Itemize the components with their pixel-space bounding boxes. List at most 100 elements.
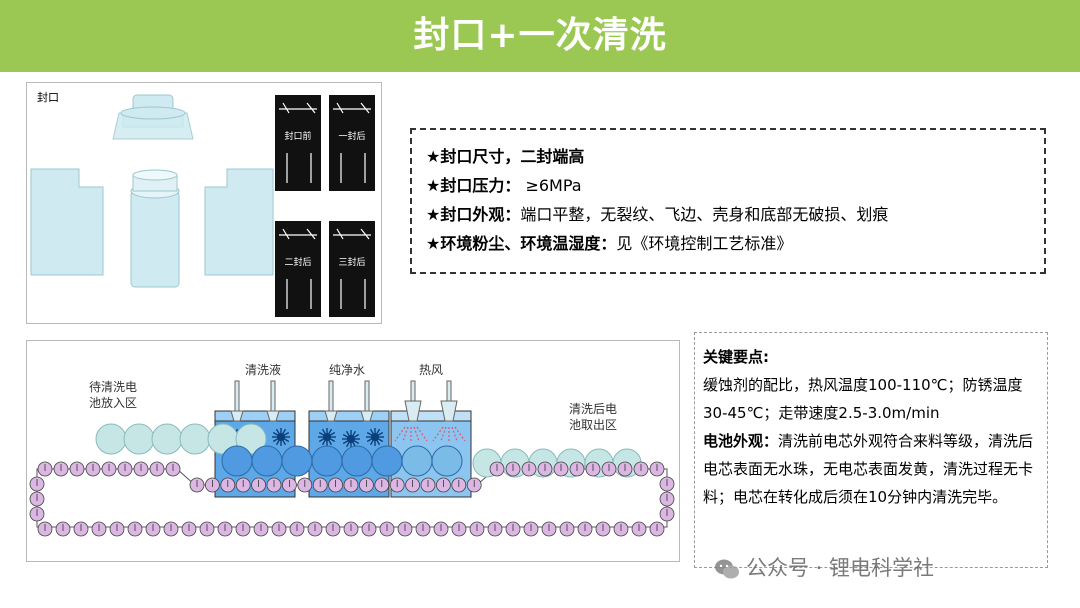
chain-roller [109, 521, 125, 537]
inlet-label-line2: 池放入区 [89, 395, 137, 410]
stage-label-cleaning: 清洗液 [245, 362, 281, 377]
state-second-seal: 二封后 [284, 256, 311, 268]
chain-roller [397, 521, 413, 537]
stage-label-pure-water: 纯净水 [329, 363, 365, 377]
title-banner [0, 0, 1080, 72]
spray-stroke [342, 439, 349, 445]
battery-cell [235, 423, 267, 455]
chain-roller [73, 521, 89, 537]
watermark: 公众号 · 锂电科学社 [714, 551, 934, 585]
sealing-die [112, 94, 194, 140]
chain-roller [149, 461, 165, 477]
spec-item: ★封口尺寸，二封端高 [426, 147, 585, 166]
hot-air-stroke [432, 426, 444, 442]
chain-roller [415, 521, 431, 537]
seal-specs: ★封口尺寸，二封端高 ★封口压力： ≥6MPa ★封口外观：端口平整，无裂纹、飞… [410, 128, 1046, 274]
spray-stroke [375, 428, 381, 435]
chain-roller [85, 461, 101, 477]
state-before-seal: 封口前 [284, 130, 311, 142]
battery-cell [179, 423, 211, 455]
chain-roller [466, 477, 482, 493]
chain-roller [505, 461, 521, 477]
chain-roller [271, 521, 287, 537]
hot-air-stroke [402, 426, 409, 442]
spray-core [323, 433, 331, 441]
chain-roller [649, 461, 665, 477]
battery-cell [431, 445, 463, 477]
spray-core [371, 433, 379, 441]
washing-diagram: 清洗液 纯净水 热风 待清洗电 池放入区 清洗后电 池取出区 [26, 340, 680, 562]
spray-stroke [366, 431, 373, 437]
spec-item: ★环境粉尘、环境温湿度：见《环境控制工艺标准》 [426, 234, 793, 253]
chain-roller [145, 521, 161, 537]
battery-cell [251, 445, 283, 477]
chain-roller [433, 521, 449, 537]
chain-roller [312, 477, 328, 493]
spray-stroke [369, 439, 375, 446]
chain-roller [541, 521, 557, 537]
chain-roller [253, 521, 269, 537]
battery-cell [401, 445, 433, 477]
chain-roller [343, 477, 359, 493]
spray-stroke [329, 437, 336, 443]
chain-roller [405, 477, 421, 493]
right-clamp [204, 168, 274, 276]
spray-stroke [327, 428, 333, 435]
outlet-label-line1: 清洗后电 [569, 402, 617, 416]
chain-roller [235, 477, 251, 493]
chain-roller [37, 461, 53, 477]
battery-cell [341, 445, 373, 477]
spray-stroke [329, 431, 336, 437]
chain-roller [297, 477, 313, 493]
spray-stroke [375, 439, 381, 446]
spray-stroke [283, 431, 290, 437]
spray-stroke [318, 431, 325, 437]
spray-stroke [275, 439, 281, 446]
washing-illustration: 清洗液 纯净水 热风 待清洗电 池放入区 清洗后电 池取出区 [29, 362, 675, 537]
spray-stroke [353, 433, 360, 439]
state-first-seal: 一封后 [338, 130, 365, 142]
battery-cell [123, 423, 155, 455]
chain-roller [29, 506, 45, 522]
chain-roller [235, 521, 251, 537]
battery-cell [311, 445, 343, 477]
key-points-appearance: 电池外观：清洗前电芯外观符合来料等级，清洗后电芯表面无水珠，无电芯表面发黄，清洗… [703, 432, 1034, 506]
spray-stroke [272, 431, 279, 437]
stage-label-hot-air: 热风 [419, 363, 443, 377]
chain-roller [328, 477, 344, 493]
sealing-diagram: 封口 [26, 82, 382, 324]
spray-stroke [281, 439, 287, 446]
cell-can [130, 169, 180, 288]
seal-diagram-label: 封口 [37, 91, 59, 104]
chain-roller [601, 461, 617, 477]
chain-roller [266, 477, 282, 493]
hot-air-stroke [413, 426, 420, 442]
chain-roller [577, 521, 593, 537]
chain-roller [289, 521, 305, 537]
spray-core [277, 433, 285, 441]
chain-roller [569, 461, 585, 477]
spray-stroke [366, 437, 373, 443]
spray-stroke [283, 437, 290, 443]
spray-stroke [318, 437, 325, 443]
hot-air-stroke [454, 426, 466, 442]
spray-stroke [377, 437, 384, 443]
chain-roller [379, 521, 395, 537]
chain-roller [133, 461, 149, 477]
chain-roller [374, 477, 390, 493]
hot-air-stroke [394, 426, 406, 442]
spray-stroke [275, 428, 281, 435]
chain-roller [617, 461, 633, 477]
chain-roller [585, 461, 601, 477]
hot-air-stroke [451, 426, 458, 442]
chain-roller [553, 461, 569, 477]
chain-roller [361, 521, 377, 537]
chain-roller [505, 521, 521, 537]
chain-roller [251, 477, 267, 493]
chain-roller [489, 461, 505, 477]
chain-roller [53, 461, 69, 477]
spray-core [347, 435, 355, 443]
chain-roller [325, 521, 341, 537]
battery-cell [95, 423, 127, 455]
chain-roller [204, 477, 220, 493]
